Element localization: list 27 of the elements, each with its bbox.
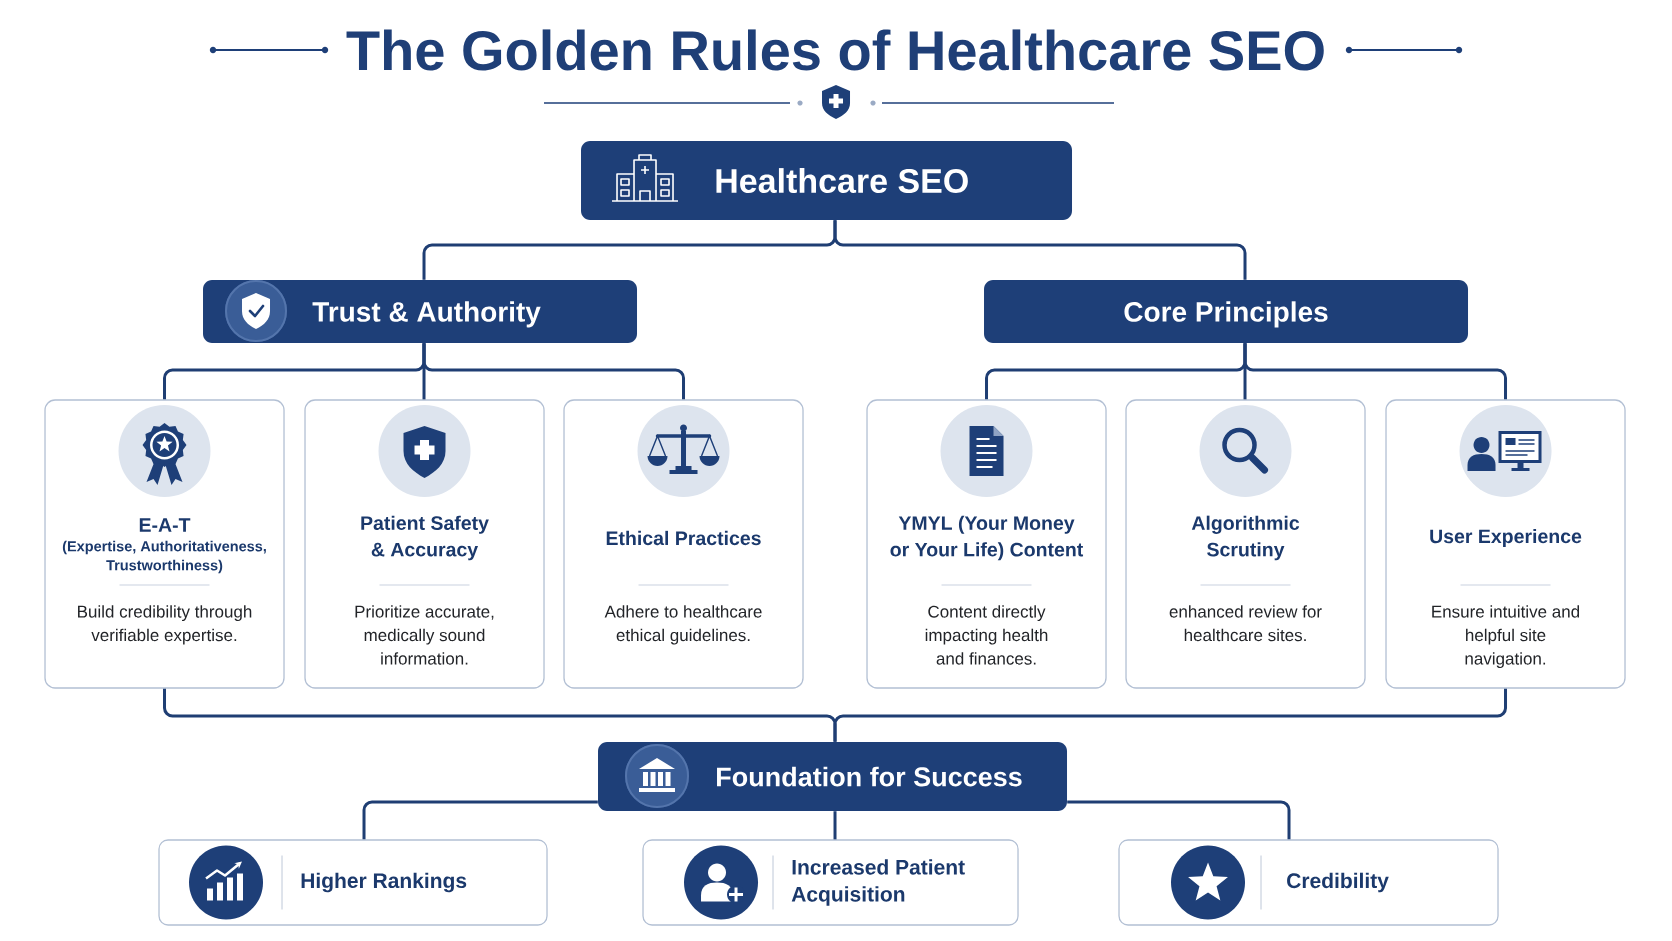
card-text: Content directly impacting health and finances.	[925, 605, 1048, 665]
connector-line	[833, 220, 1247, 280]
box-heading: Foundation for Success	[717, 766, 1022, 787]
title: The Golden Rules of Healthcare SEO	[346, 29, 1324, 71]
result-label: Increased Patient Acquisition	[791, 859, 965, 906]
card-text: Ensure intuitive and helpful site navigation.	[1432, 605, 1580, 669]
box-heading: Healthcare SEO	[716, 168, 968, 194]
connector-line	[422, 343, 685, 400]
result-label: Credibility	[1287, 872, 1389, 893]
connector-line	[1243, 343, 1507, 400]
card-title: Patient Safety & Accuracy	[361, 515, 489, 561]
connector-line	[833, 811, 837, 840]
result-label: Higher Rankings	[301, 872, 467, 893]
box-heading: Core Principles	[1124, 301, 1328, 328]
card-title: E-A-T	[139, 518, 191, 532]
card-text: Build credibility through verifiable expertise.	[78, 605, 252, 645]
card-text: Adhere to healthcare ethical guidelines.	[604, 605, 762, 645]
card-title: YMYL (Your Money or Your Life) Content	[890, 515, 1084, 561]
card-text: enhanced review for healthcare sites.	[1169, 605, 1322, 642]
card-title: User Experience	[1430, 528, 1582, 548]
connector-line	[362, 800, 598, 840]
card-title: Algorithmic Scrutiny	[1191, 515, 1300, 561]
card-title: Ethical Practices	[606, 530, 761, 546]
card-text: Prioritize accurate, medically sound information.	[355, 605, 494, 665]
box-heading: Trust & Authority	[312, 301, 541, 328]
connector-line	[1067, 800, 1291, 840]
card-subtitle: (Expertise, Authoritativeness, Trustworthiness)	[62, 540, 266, 574]
